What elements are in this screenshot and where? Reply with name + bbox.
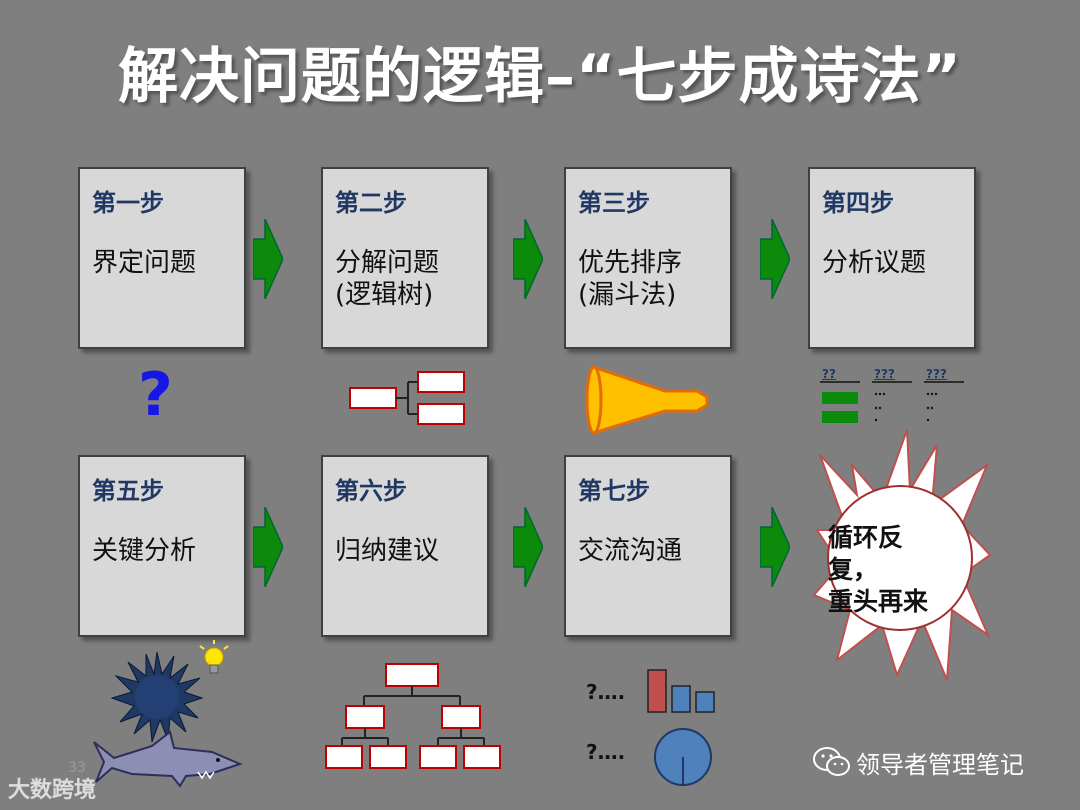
- watermark-logo: 大数跨境: [8, 772, 96, 804]
- shark-icon: [92, 732, 242, 788]
- arrow-right-icon: [513, 219, 543, 299]
- step-box-2: 第二步 分解问题 (逻辑树): [321, 167, 489, 349]
- step-text-line: 关键分析: [92, 535, 238, 567]
- page-title: 解决问题的逻辑–“七步成诗法”: [0, 28, 1080, 115]
- arrow-right-icon: [253, 219, 283, 299]
- step-box-5: 第五步 关键分析: [78, 455, 246, 637]
- step-text-line: (逻辑树): [335, 279, 481, 311]
- step-text-line: 优先排序: [578, 247, 724, 279]
- step-label: 第五步: [92, 471, 164, 506]
- funnel-icon: [585, 365, 715, 435]
- issue-label: ???: [874, 367, 895, 381]
- watermark-text: 大数跨境: [8, 778, 96, 803]
- step-text: 交流沟通: [578, 535, 724, 567]
- pie-chart-icon: [652, 726, 714, 788]
- step-box-3: 第三步 优先排序 (漏斗法): [564, 167, 732, 349]
- step-text-line: (漏斗法): [578, 279, 724, 311]
- step-box-1: 第一步 界定问题: [78, 167, 246, 349]
- logic-tree-icon: [348, 370, 468, 430]
- step-box-4: 第四步 分析议题: [808, 167, 976, 349]
- step-text: 界定问题: [92, 247, 238, 279]
- watermark-account: 领导者管理笔记: [856, 745, 1024, 780]
- arrow-right-icon: [253, 507, 283, 587]
- question-dots-text: ?….: [586, 680, 625, 704]
- arrow-right-icon: [760, 507, 790, 587]
- step-box-6: 第六步 归纳建议: [321, 455, 489, 637]
- org-chart-icon: [324, 664, 502, 770]
- step-text: 关键分析: [92, 535, 238, 567]
- step-label: 第三步: [578, 183, 650, 218]
- step-text: 归纳建议: [335, 535, 481, 567]
- step-text-line: 分析议题: [822, 247, 968, 279]
- sea-urchin-icon: [112, 652, 202, 742]
- wechat-icon: [812, 746, 852, 778]
- step-label: 第六步: [335, 471, 407, 506]
- step-text: 分解问题 (逻辑树): [335, 247, 481, 311]
- lightbulb-icon: [198, 640, 230, 680]
- arrow-right-icon: [513, 507, 543, 587]
- issue-label: ??: [822, 367, 836, 381]
- step-text-line: 界定问题: [92, 247, 238, 279]
- step-text-line: 归纳建议: [335, 535, 481, 567]
- bubble-line: 重头再来: [828, 586, 948, 618]
- step-text: 分析议题: [822, 247, 968, 279]
- step-text-line: 交流沟通: [578, 535, 724, 567]
- question-dots-text: ?….: [586, 740, 625, 764]
- step-text-line: 分解问题: [335, 247, 481, 279]
- bubble-line: 循环反复，: [828, 522, 948, 586]
- step-label: 第四步: [822, 183, 894, 218]
- step-box-7: 第七步 交流沟通: [564, 455, 732, 637]
- step-label: 第二步: [335, 183, 407, 218]
- issue-lines-icon: [820, 380, 970, 430]
- question-mark-icon: ?: [138, 360, 173, 430]
- bar-chart-icon: [646, 668, 718, 716]
- step-label: 第一步: [92, 183, 164, 218]
- bubble-text: 循环反复， 重头再来: [828, 522, 948, 618]
- step-label: 第七步: [578, 471, 650, 506]
- arrow-right-icon: [760, 219, 790, 299]
- issue-label: ???: [926, 367, 947, 381]
- step-text: 优先排序 (漏斗法): [578, 247, 724, 311]
